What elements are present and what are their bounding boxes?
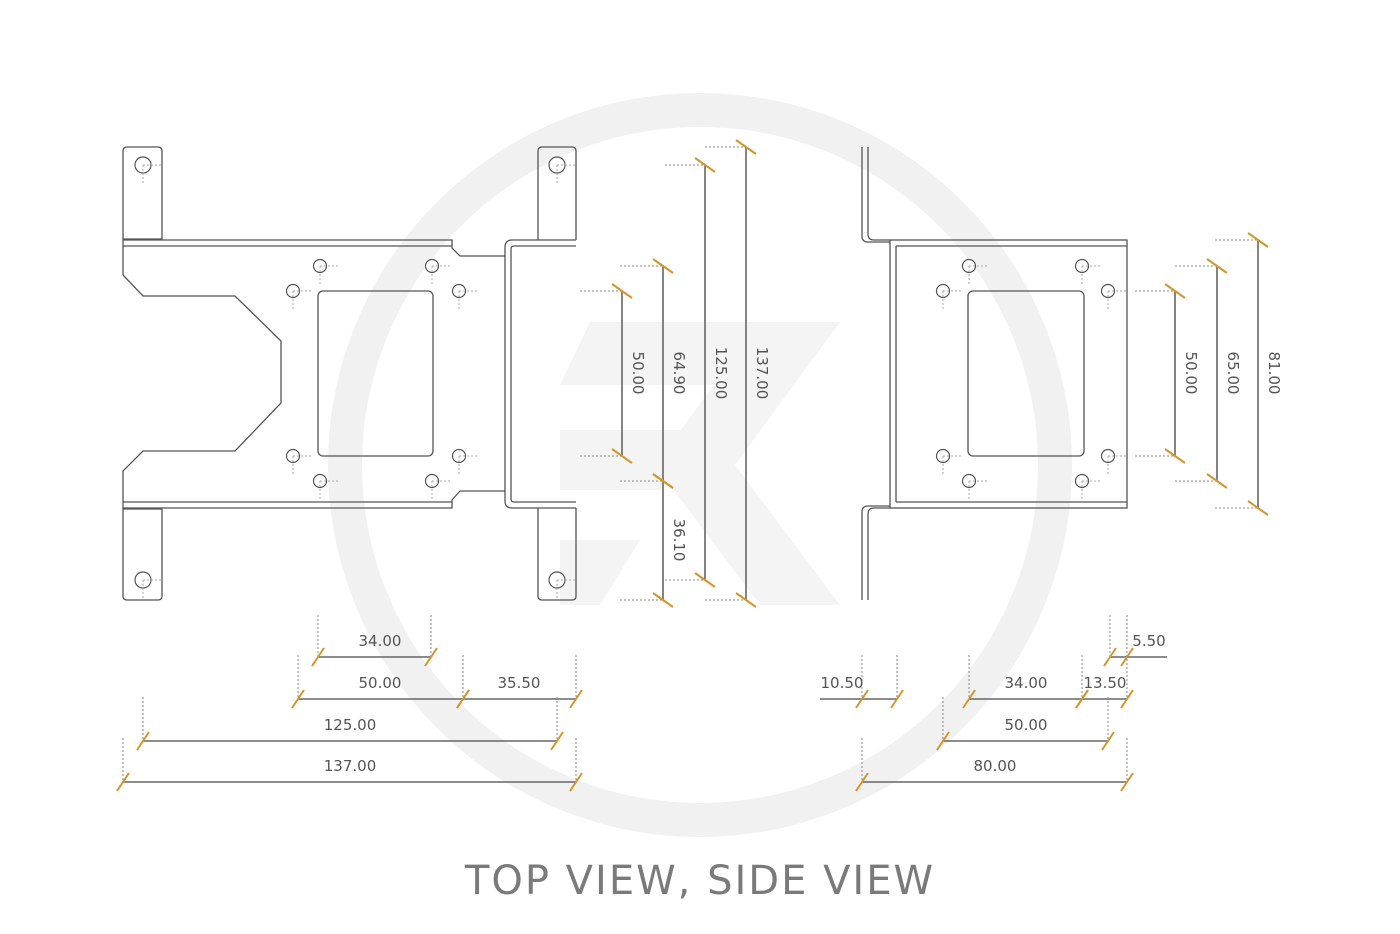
vertical-dimension: 125.00 xyxy=(665,157,730,588)
mounting-hole xyxy=(285,448,313,476)
dimension-label: 125.00 xyxy=(712,347,730,400)
bent-flange xyxy=(504,239,576,509)
left-top-tab xyxy=(122,146,163,240)
mounting-hole xyxy=(312,258,340,286)
dimension-label: 36.10 xyxy=(670,519,688,562)
top-view xyxy=(122,146,1128,601)
mounting-hole xyxy=(935,283,963,311)
mounting-hole xyxy=(1100,283,1128,311)
dimension-label: 125.00 xyxy=(324,716,377,734)
page-title: TOP VIEW, SIDE VIEW xyxy=(464,858,936,904)
vertical-dimension: 36.10 xyxy=(620,473,688,608)
vertical-dimension: 65.00 xyxy=(1175,258,1242,489)
dimension-label: 50.00 xyxy=(359,674,402,692)
dimensions: 50.00 64.90 36.10 125.00 137.00 50.00 65.00 81.… xyxy=(116,139,1283,792)
dimension-label: 13.50 xyxy=(1084,674,1127,692)
watermark-logo xyxy=(328,93,1072,837)
left-bottom-tab xyxy=(122,508,163,601)
mounting-hole xyxy=(451,448,479,476)
mounting-hole xyxy=(935,448,963,476)
vertical-dimension: 137.00 xyxy=(705,139,771,608)
dimension-label: 81.00 xyxy=(1265,352,1283,395)
dimension-label: 80.00 xyxy=(974,757,1017,775)
horizontal-dimension: 35.50 xyxy=(456,655,583,709)
dimension-label: 137.00 xyxy=(753,347,771,400)
mounting-hole xyxy=(1100,448,1128,476)
mounting-hole xyxy=(548,156,577,185)
dimension-label: 50.00 xyxy=(629,352,647,395)
dimension-label: 34.00 xyxy=(1005,674,1048,692)
mounting-hole xyxy=(961,258,989,286)
dimension-label: 35.50 xyxy=(498,674,541,692)
right-top-tab xyxy=(537,146,577,240)
dimension-label: 64.90 xyxy=(670,352,688,395)
dimension-label: 5.50 xyxy=(1132,632,1165,650)
mounting-hole xyxy=(424,473,452,501)
side-view xyxy=(861,147,1128,600)
horizontal-dimension: 80.00 xyxy=(855,738,1134,792)
mounting-hole xyxy=(285,283,313,311)
horizontal-dimension: 34.00 xyxy=(311,615,438,667)
mounting-hole xyxy=(548,571,577,600)
dimension-label: 137.00 xyxy=(324,757,377,775)
side-plate xyxy=(889,239,1128,509)
horizontal-dimension: 137.00 xyxy=(116,738,583,792)
center-window xyxy=(317,290,434,457)
mounting-hole xyxy=(1074,258,1102,286)
vertical-dimension: 50.00 xyxy=(580,283,647,464)
horizontal-dimension: 125.00 xyxy=(136,697,564,751)
mounting-hole xyxy=(424,258,452,286)
vertical-dimension: 50.00 xyxy=(1135,283,1200,464)
dimension-label: 50.00 xyxy=(1005,716,1048,734)
mounting-hole xyxy=(134,571,163,600)
side-profile xyxy=(861,147,890,600)
dimension-label: 65.00 xyxy=(1224,352,1242,395)
mounting-hole xyxy=(312,473,340,501)
horizontal-dimension: 50.00 xyxy=(936,697,1115,751)
dimension-label: 34.00 xyxy=(359,632,402,650)
horizontal-dimension: 10.50 xyxy=(820,655,904,709)
dimension-label: 10.50 xyxy=(821,674,864,692)
side-window xyxy=(967,290,1085,457)
main-plate-outline xyxy=(122,239,505,509)
right-bottom-tab xyxy=(537,508,577,601)
mounting-hole xyxy=(134,156,163,185)
vertical-dimension: 81.00 xyxy=(1215,232,1283,516)
horizontal-dimension: 13.50 xyxy=(1075,655,1134,709)
mounting-hole xyxy=(451,283,479,311)
dimension-label: 50.00 xyxy=(1182,352,1200,395)
horizontal-dimension: 5.50 xyxy=(1103,615,1167,667)
mounting-hole xyxy=(961,473,989,501)
mounting-hole xyxy=(1074,473,1102,501)
